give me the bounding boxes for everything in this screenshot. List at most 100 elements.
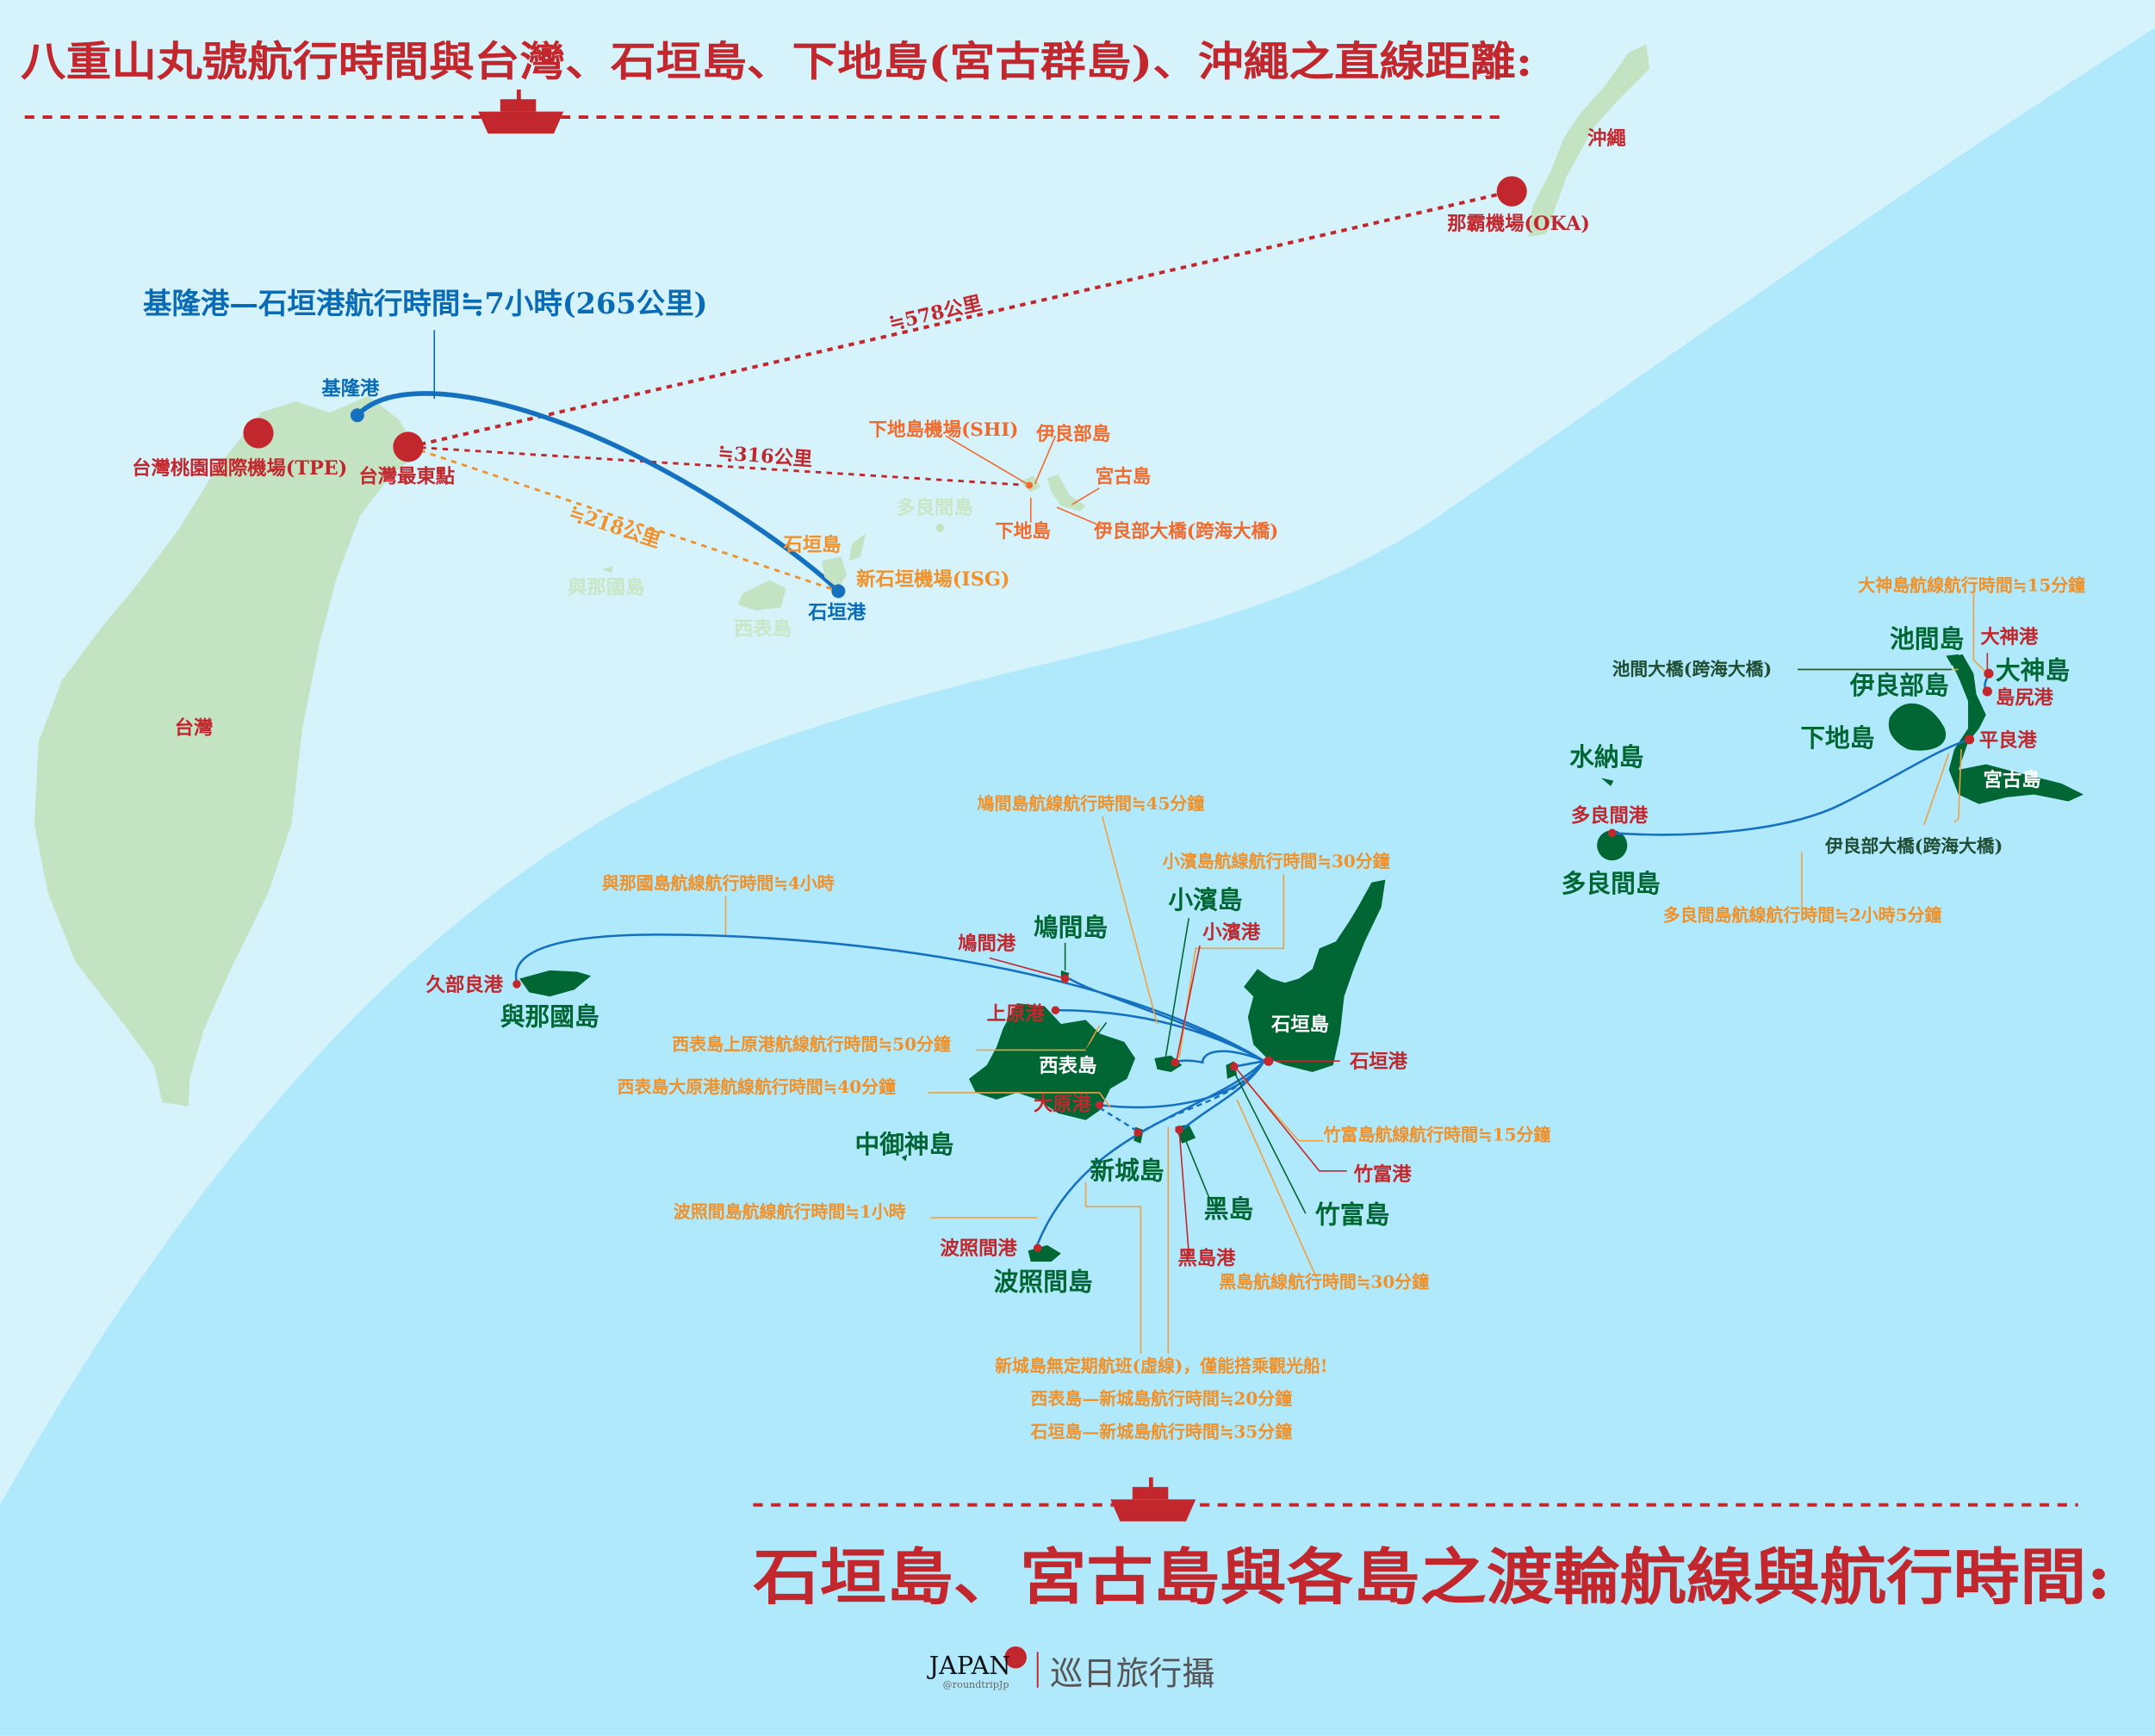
island-taketomi: 竹富島 bbox=[1314, 1200, 1389, 1229]
irabu-shimoji-land bbox=[1888, 703, 1947, 751]
hirara-port-marker bbox=[1965, 735, 1975, 745]
port-kuroshima: 黑島港 bbox=[1177, 1247, 1236, 1269]
port-uehara: 上原港 bbox=[987, 1002, 1046, 1025]
ishigaki-port-overview-marker bbox=[831, 584, 846, 598]
island-aragusuku: 新城島 bbox=[1090, 1156, 1164, 1185]
route-hatoma: 鳩間島航線航行時間≒45分鐘 bbox=[978, 793, 1205, 814]
uehara-port-marker bbox=[1051, 1006, 1060, 1014]
okinawa-landmass bbox=[1528, 44, 1649, 237]
ikema-land bbox=[1946, 654, 1963, 666]
taketomi-port-marker bbox=[1230, 1062, 1239, 1071]
ship-icon bbox=[1110, 1477, 1196, 1522]
tpe-airport-marker bbox=[243, 418, 274, 449]
island-irabu: 伊良部島 bbox=[1849, 671, 1949, 700]
tarama-port-marker bbox=[1607, 828, 1617, 838]
miyako-overview-land bbox=[1019, 474, 1086, 512]
island-kohama: 小濱島 bbox=[1168, 885, 1242, 914]
iriomote-detail-land bbox=[968, 1003, 1136, 1120]
ishigaki-detail-land bbox=[1244, 879, 1386, 1072]
island-hatoma: 鳩間島 bbox=[1034, 913, 1108, 942]
ishigaki-port-marker bbox=[1264, 1056, 1274, 1066]
island-minna: 水納島 bbox=[1569, 742, 1643, 772]
isg-airport-label: 新石垣機場(ISG) bbox=[856, 567, 1009, 591]
keelung-port-marker bbox=[350, 408, 364, 423]
route-hateruma: 波照間島航線航行時間≒1小時 bbox=[674, 1201, 906, 1222]
yonaguni-overview-label: 與那國島 bbox=[568, 576, 644, 599]
yaeyama-green-leaders bbox=[1064, 918, 1307, 1214]
brand-logo: JAPAN @roundtripJp 巡日旅行攝 bbox=[927, 1646, 1214, 1694]
main-route-title: 基隆港—石垣港航行時間≒7小時(265公里) bbox=[143, 287, 708, 320]
ohara-port-marker bbox=[1095, 1100, 1104, 1110]
kuroshima-port-marker bbox=[1175, 1125, 1183, 1134]
port-hatoma: 鳩間港 bbox=[958, 932, 1016, 955]
tarama-detail-land bbox=[1597, 830, 1628, 861]
port-ishigaki: 石垣港 bbox=[1349, 1051, 1408, 1073]
east-point-marker bbox=[393, 431, 424, 462]
distance-line-ishigaki bbox=[409, 445, 839, 592]
route-taketomi: 竹富島航線航行時間≒15分鐘 bbox=[1323, 1125, 1551, 1145]
shi-airport-label: 下地島機場(SHI) bbox=[868, 418, 1018, 441]
kohama-port-marker bbox=[1171, 1057, 1180, 1067]
note-iriomote-aragusuku: 西表島—新城島航行時間≒20分鐘 bbox=[1031, 1388, 1293, 1409]
port-markers bbox=[512, 974, 1274, 1252]
route-ogami: 大神島航線航行時間≒15分鐘 bbox=[1858, 574, 2085, 595]
ogami-port-marker bbox=[1984, 668, 1994, 679]
port-kohama: 小濱港 bbox=[1202, 921, 1261, 944]
port-ogami: 大神港 bbox=[1980, 625, 2039, 648]
aragusuku-dashed-routes bbox=[1098, 1060, 1265, 1134]
hateruma-port-marker bbox=[1033, 1243, 1042, 1252]
keelung-ishigaki-route bbox=[355, 391, 841, 593]
island-shimoji: 下地島 bbox=[1800, 723, 1874, 753]
naha-airport-marker bbox=[1496, 176, 1527, 207]
island-hateruma: 波照間島 bbox=[994, 1268, 1093, 1297]
bottom-title: 石垣島、宮古島與各島之渡輪航線與航行時間: bbox=[753, 1541, 2111, 1613]
irabu-bridge-overview-label: 伊良部大橋(跨海大橋) bbox=[1093, 520, 1278, 542]
logo-brand: JAPAN bbox=[927, 1651, 1011, 1680]
logo-name: 巡日旅行攝 bbox=[1050, 1655, 1214, 1694]
yaeyama-routes bbox=[514, 933, 1266, 1244]
route-kohama: 小濱島航線航行時間≒30分鐘 bbox=[1163, 851, 1390, 871]
port-tarama: 多良間港 bbox=[1571, 804, 1649, 828]
route-ohara: 西表島大原港航線航行時間≒40分鐘 bbox=[617, 1076, 896, 1097]
island-miyako: 宮古島 bbox=[1984, 768, 2041, 791]
note-ishigaki-aragusuku: 石垣島—新城島航行時間≒35分鐘 bbox=[1030, 1421, 1293, 1442]
shimajiri-port-marker bbox=[1982, 686, 1992, 697]
port-hateruma: 波照間港 bbox=[940, 1237, 1017, 1260]
ship-icon bbox=[478, 90, 564, 134]
miyako-overview-leaders bbox=[945, 435, 1103, 528]
island-kuroshima: 黑島 bbox=[1204, 1194, 1253, 1224]
top-title: 八重山丸號航行時間與台灣、石垣島、下地島(宮古群島)、沖繩之直線距離: bbox=[21, 38, 1532, 86]
shimoji-airport-marker bbox=[1026, 481, 1034, 489]
island-nakanokami: 中御神島 bbox=[855, 1130, 954, 1159]
sun-icon bbox=[1004, 1646, 1027, 1669]
island-ikema: 池間島 bbox=[1890, 624, 1964, 654]
nakanokami-detail-land bbox=[901, 1154, 908, 1162]
naha-airport-label: 那霸機場(OKA) bbox=[1447, 213, 1590, 235]
route-uehara: 西表島上原港航線航行時間≒50分鐘 bbox=[672, 1033, 951, 1054]
island-ogami: 大神島 bbox=[1996, 656, 2070, 685]
shimoji-overview-label: 下地島 bbox=[995, 520, 1051, 542]
hatoma-port-marker bbox=[1060, 974, 1070, 983]
iriomote-overview-label: 西表島 bbox=[734, 618, 792, 641]
aragusuku-marker bbox=[1133, 1128, 1142, 1137]
island-iriomote: 西表島 bbox=[1039, 1055, 1096, 1077]
port-kubura: 久部良港 bbox=[426, 973, 504, 996]
port-taketomi: 竹富港 bbox=[1353, 1162, 1413, 1186]
ishigaki-port-overview-label: 石垣港 bbox=[807, 601, 866, 623]
irabu-overview-label: 伊良部島 bbox=[1035, 423, 1110, 445]
tarama-overview-label: 多良間島 bbox=[896, 496, 972, 519]
ishigaki-overview-label: 石垣島 bbox=[783, 534, 842, 556]
route-kuroshima: 黑島航線航行時間≒30分鐘 bbox=[1219, 1271, 1429, 1292]
tarama-route bbox=[1612, 738, 1970, 836]
bridge-irabu: 伊良部大橋(跨海大橋) bbox=[1824, 836, 2003, 857]
port-ohara: 大原港 bbox=[1034, 1094, 1092, 1116]
taiwan-landmass bbox=[34, 395, 419, 1107]
keelung-port-label: 基隆港 bbox=[321, 377, 380, 400]
island-tarama: 多良間島 bbox=[1562, 869, 1661, 898]
route-tarama: 多良間島航線航行時間≒2小時5分鐘 bbox=[1663, 904, 1942, 925]
east-point-label: 台灣最東點 bbox=[358, 464, 455, 487]
taiwan-label: 台灣 bbox=[175, 716, 214, 739]
bridge-ikema: 池間大橋(跨海大橋) bbox=[1612, 659, 1772, 679]
minna-land bbox=[1600, 778, 1614, 787]
